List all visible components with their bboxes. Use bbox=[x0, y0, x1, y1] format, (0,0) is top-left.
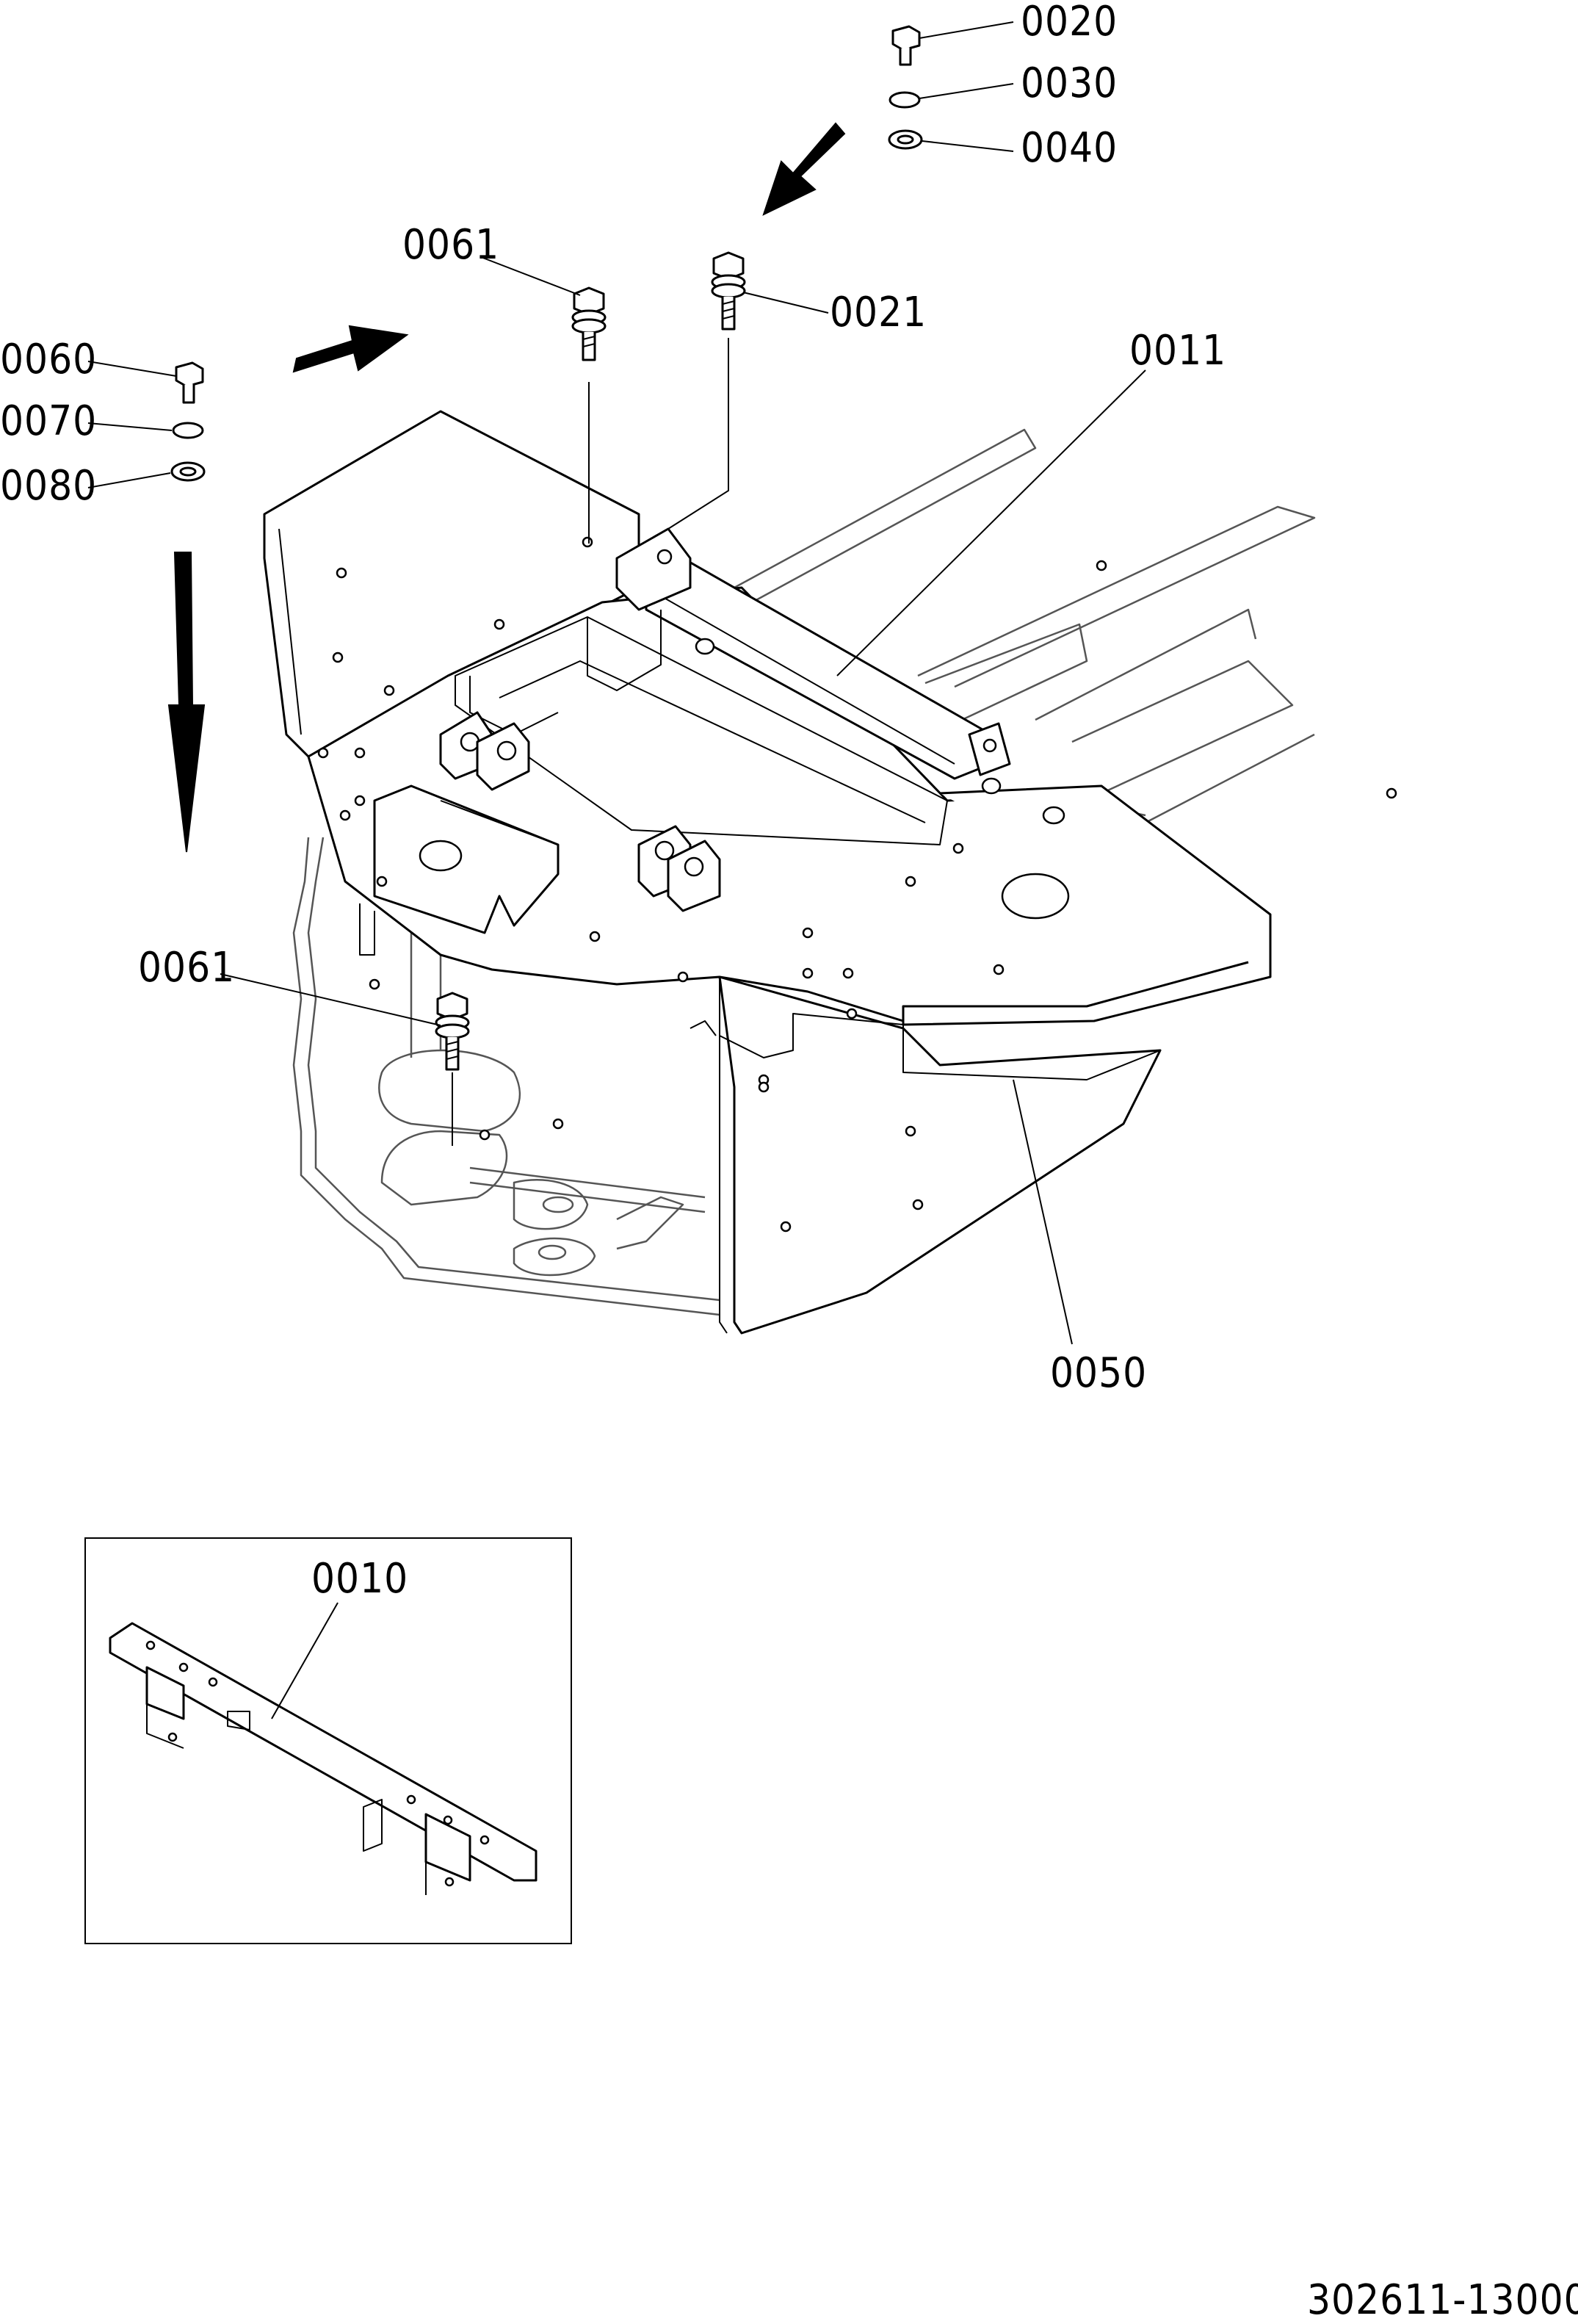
callout-0040: 0040 bbox=[1021, 124, 1118, 172]
callout-0020: 0020 bbox=[1021, 0, 1118, 46]
flat-washer-0040 bbox=[888, 129, 923, 150]
callout-0050: 0050 bbox=[1050, 1349, 1147, 1397]
bolt-0020 bbox=[891, 25, 921, 66]
bracket-0010 bbox=[109, 1622, 538, 1895]
bolt-0021 bbox=[711, 251, 746, 331]
callout-0080: 0080 bbox=[0, 462, 97, 510]
flat-washer-0080 bbox=[170, 461, 206, 482]
lock-washer-0070 bbox=[172, 422, 204, 439]
inset-detail-box bbox=[84, 1537, 572, 1944]
bolt-0061-mid bbox=[435, 992, 470, 1071]
side-plate-0050 bbox=[718, 975, 1162, 1335]
cover-plate-assembly bbox=[263, 410, 1397, 1141]
callout-0061-mid: 0061 bbox=[138, 944, 235, 992]
callout-0021: 0021 bbox=[830, 289, 927, 336]
swing-frame-outline bbox=[292, 837, 720, 1316]
callout-0030: 0030 bbox=[1021, 59, 1118, 107]
direction-arrow-down bbox=[167, 552, 206, 853]
callout-0010: 0010 bbox=[311, 1555, 408, 1603]
leader-lines bbox=[87, 21, 1146, 1345]
callout-0070: 0070 bbox=[0, 397, 97, 445]
bolt-0061-top bbox=[571, 286, 607, 361]
drawing-number: 302611-13000 bbox=[1307, 2276, 1578, 2324]
callout-0011: 0011 bbox=[1129, 327, 1226, 375]
bolt-0060 bbox=[175, 361, 204, 404]
assembly-center-lines bbox=[452, 338, 729, 1146]
lock-washer-0030 bbox=[888, 91, 921, 109]
direction-arrow-left bbox=[292, 325, 409, 373]
callout-0061-top: 0061 bbox=[402, 221, 499, 269]
direction-arrow-upper-right bbox=[762, 122, 846, 216]
callout-0060: 0060 bbox=[0, 336, 97, 383]
